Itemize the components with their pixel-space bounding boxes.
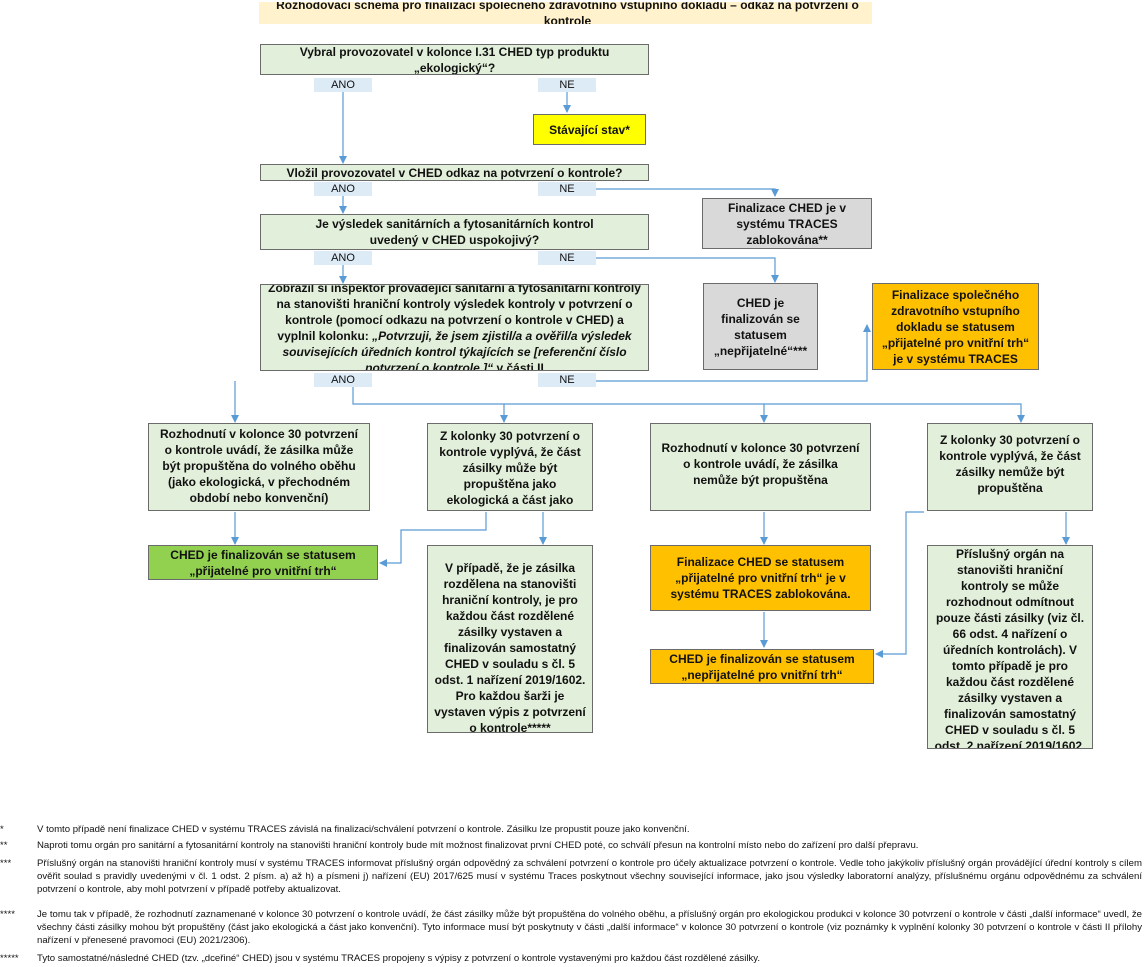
footnote-4: ****Je tomu tak v případě, že rozhodnutí…	[0, 909, 1142, 946]
final-prijatelne-vnitrni-trh: CHED je finalizován se statusem „přijate…	[148, 545, 378, 580]
arrow-q4-ano-r2	[352, 381, 508, 423]
footnote-5: *****Tyto samostatné/následné CHED (tzv.…	[0, 953, 761, 964]
label-q4-ano: ANO	[314, 373, 372, 387]
q4-text: Zobrazil si inspektor provádějící sanitá…	[268, 284, 641, 343]
arrow-q4-ano-r3	[504, 403, 768, 423]
outcome-nepriatelne: CHED je finalizován se statusem „nepřija…	[703, 283, 818, 370]
arrow-q4-ano-r4	[764, 403, 1025, 423]
outcome-spolecny-doklad: Finalizace společného zdravotního vstupn…	[872, 283, 1039, 370]
label-q1-ano: ANO	[314, 78, 372, 92]
label-q2-ano: ANO	[314, 182, 372, 196]
outcome-finalizace-zablokovana: Finalizace CHED je v systému TRACES zabl…	[702, 198, 872, 249]
result-cast-nemuze: Z kolonky 30 potvrzení o kontrole vyplýv…	[927, 423, 1093, 511]
arrow-q4-ne-spolecny	[565, 324, 871, 382]
label-q1-ne: NE	[538, 78, 596, 92]
label-q3-ano: ANO	[314, 251, 372, 265]
label-q3-ne: NE	[538, 251, 596, 265]
question-odkaz-potvrzeni: Vložil provozovatel v CHED odkaz na potv…	[260, 164, 649, 181]
q4-quote: „Potvrzuji, že jsem zjistil/a a ověřil/a…	[282, 328, 632, 371]
final-rozdelena-zasilka: V případě, že je zásilka rozdělena na st…	[427, 545, 593, 733]
label-q2-ne: NE	[538, 182, 596, 196]
diagram-title: Rozhodovací schéma pro finalizaci společ…	[259, 2, 872, 24]
q4-tail: v části II	[493, 360, 544, 371]
footnote-2: **Naproti tomu orgán pro sanitární a fyt…	[0, 840, 919, 851]
result-cast-ekologicka: Z kolonky 30 potvrzení o kontrole vyplýv…	[427, 423, 593, 511]
question-inspektor-overil: Zobrazil si inspektor provádějící sanitá…	[260, 284, 649, 371]
final-odmitnout-cast: Příslušný orgán na stanovišti hraniční k…	[927, 545, 1093, 749]
label-q4-ne: NE	[538, 373, 596, 387]
result-nemuze-propustena: Rozhodnutí v kolonce 30 potvrzení o kont…	[650, 423, 871, 511]
arrow-r4-f4	[875, 511, 924, 658]
final-nepriatelne-vnitrni-trh: CHED je finalizován se statusem „nepřija…	[650, 649, 874, 684]
outcome-stavajici-stav: Stávající stav*	[533, 114, 646, 145]
question-vysledek-uspokojivy: Je výsledek sanitárních a fytosanitárníc…	[260, 214, 649, 250]
arrow-q3-ne-nepriatelne	[565, 257, 779, 283]
arrow-q2-ne-zablokovana	[565, 188, 779, 197]
final-zablokovana-vnitrni-trh: Finalizace CHED se statusem „přijatelné …	[650, 545, 871, 611]
footnote-1: *V tomto případě není finalizace CHED v …	[0, 824, 690, 835]
question-ekologicky: Vybral provozovatel v kolonce I.31 CHED …	[260, 44, 649, 75]
arrow-r2-f1	[379, 512, 487, 567]
footnote-3: ***Příslušný orgán na stanovišti hraničn…	[0, 858, 1142, 895]
result-propustena: Rozhodnutí v kolonce 30 potvrzení o kont…	[148, 423, 370, 511]
